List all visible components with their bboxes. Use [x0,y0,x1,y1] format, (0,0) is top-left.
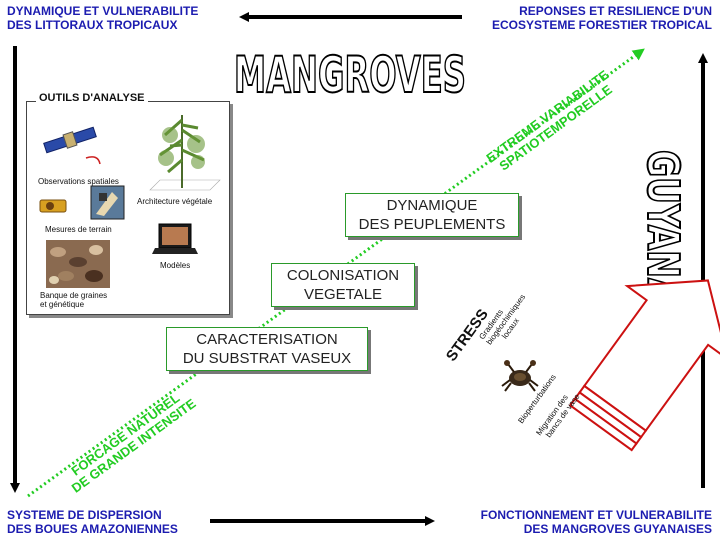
step-dynamique-line1: DYNAMIQUE [386,197,478,214]
diagonal-bottom-line2: DE GRANDE INTENSITE [69,395,199,495]
corner-top-right-line1: REPONSES ET RESILIENCE D'UN [519,4,712,18]
crab-icon [501,360,539,392]
corner-top-left-line1: DYNAMIQUE ET VULNERABILITE [7,4,199,18]
diagonal-top-line2: SPATIOTEMPORELLE [496,82,615,174]
label-banque-line2: et génétique [40,300,85,309]
outils-panel [26,101,230,315]
step-colonisation-line1: COLONISATION [286,267,400,284]
step-caracterisation: CARACTERISATION DU SUBSTRAT VASEUX [166,327,368,371]
corner-bottom-left-line1: SYSTEME DE DISPERSION [7,508,162,522]
label-architecture: Architecture végétale [137,197,213,206]
step-dynamique: DYNAMIQUE DES PEUPLEMENTS [345,193,519,237]
corner-top-right-line2: ECOSYSTEME FORESTIER TROPICAL [491,18,712,32]
step-colonisation-line2: VEGETALE [303,286,383,303]
main-title: MANGROVES [234,46,466,104]
corner-bottom-right-line1: FONCTIONNEMENT ET VULNERABILITE [480,508,712,522]
outils-title: OUTILS D'ANALYSE [36,92,148,104]
step-dynamique-line2: DES PEUPLEMENTS [358,216,506,233]
diagonal-top-line1: EXTREME VARIABILITE [483,67,611,166]
label-modeles: Modèles [160,261,191,270]
corner-top-left-line2: DES LITTORAUX TROPICAUX [7,18,178,32]
step-caracterisation-line2: DU SUBSTRAT VASEUX [182,350,352,367]
diagonal-bottom-line1: FORCAGE NATUREL [68,390,182,478]
label-observations: Observations spatiales [38,177,119,186]
corner-top-left: DYNAMIQUE ET VULNERABILITE DES LITTORAUX… [7,4,198,32]
corner-bottom-left: SYSTEME DE DISPERSION DES BOUES AMAZONIE… [7,508,178,536]
corner-top-right: REPONSES ET RESILIENCE D'UN ECOSYSTEME F… [492,4,712,32]
corner-bottom-left-line2: DES BOUES AMAZONIENNES [7,522,178,536]
step-colonisation: COLONISATION VEGETALE [271,263,415,307]
label-mesures: Mesures de terrain [45,225,112,234]
corner-bottom-right-line2: DES MANGROVES GUYANAISES [523,522,712,536]
step-caracterisation-line1: CARACTERISATION [196,331,338,348]
corner-bottom-right: FONCTIONNEMENT ET VULNERABILITE DES MANG… [481,508,712,536]
label-banque: Banque de graines et génétique [40,291,107,309]
stress-arrow [568,279,720,452]
label-banque-line1: Banque de graines [40,291,108,300]
diagonal-arrow [27,48,645,498]
